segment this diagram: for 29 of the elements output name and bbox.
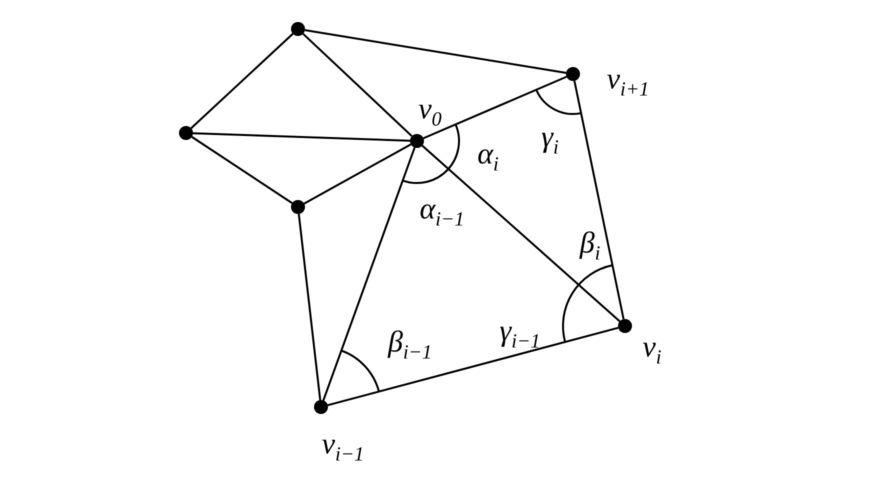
mesh-edge (328, 326, 618, 406)
mesh-edge (192, 132, 410, 142)
mesh-edge (298, 214, 322, 400)
vertex-dot (618, 319, 632, 333)
vertex-label: v$_{i−1}$ (322, 430, 364, 464)
angle-label: α$_{i}$ (477, 140, 499, 174)
vertex-dot (410, 134, 424, 148)
vertex-label: v$_{i+1}$ (606, 64, 650, 100)
angle-label: β$_{i−1}$ (388, 328, 432, 362)
mesh-edge (573, 80, 625, 320)
mesh-edge (191, 136, 293, 204)
mesh-edge (302, 33, 413, 137)
vertex-dot (179, 126, 193, 140)
mesh-edge (304, 144, 412, 204)
vertex-label: v$_{i}$ (642, 332, 662, 368)
mesh-edge (322, 147, 416, 401)
angle-label: β$_{i}$ (580, 228, 600, 264)
angle-label: γ$_{i−1}$ (500, 316, 540, 352)
mesh-edge (422, 144, 620, 322)
vertex-dot (566, 67, 580, 81)
vertex-dot (291, 22, 305, 36)
mesh-edge (190, 33, 294, 129)
vertex-label: v$_{0}$ (418, 94, 442, 130)
mesh-edge (423, 76, 567, 140)
mesh-edge (304, 29, 566, 74)
angle-label: α$_{i−1}$ (420, 194, 464, 230)
angle-label: γ$_{i}$ (541, 122, 559, 158)
vertex-dot (291, 200, 305, 214)
vertex-dot (314, 400, 328, 414)
